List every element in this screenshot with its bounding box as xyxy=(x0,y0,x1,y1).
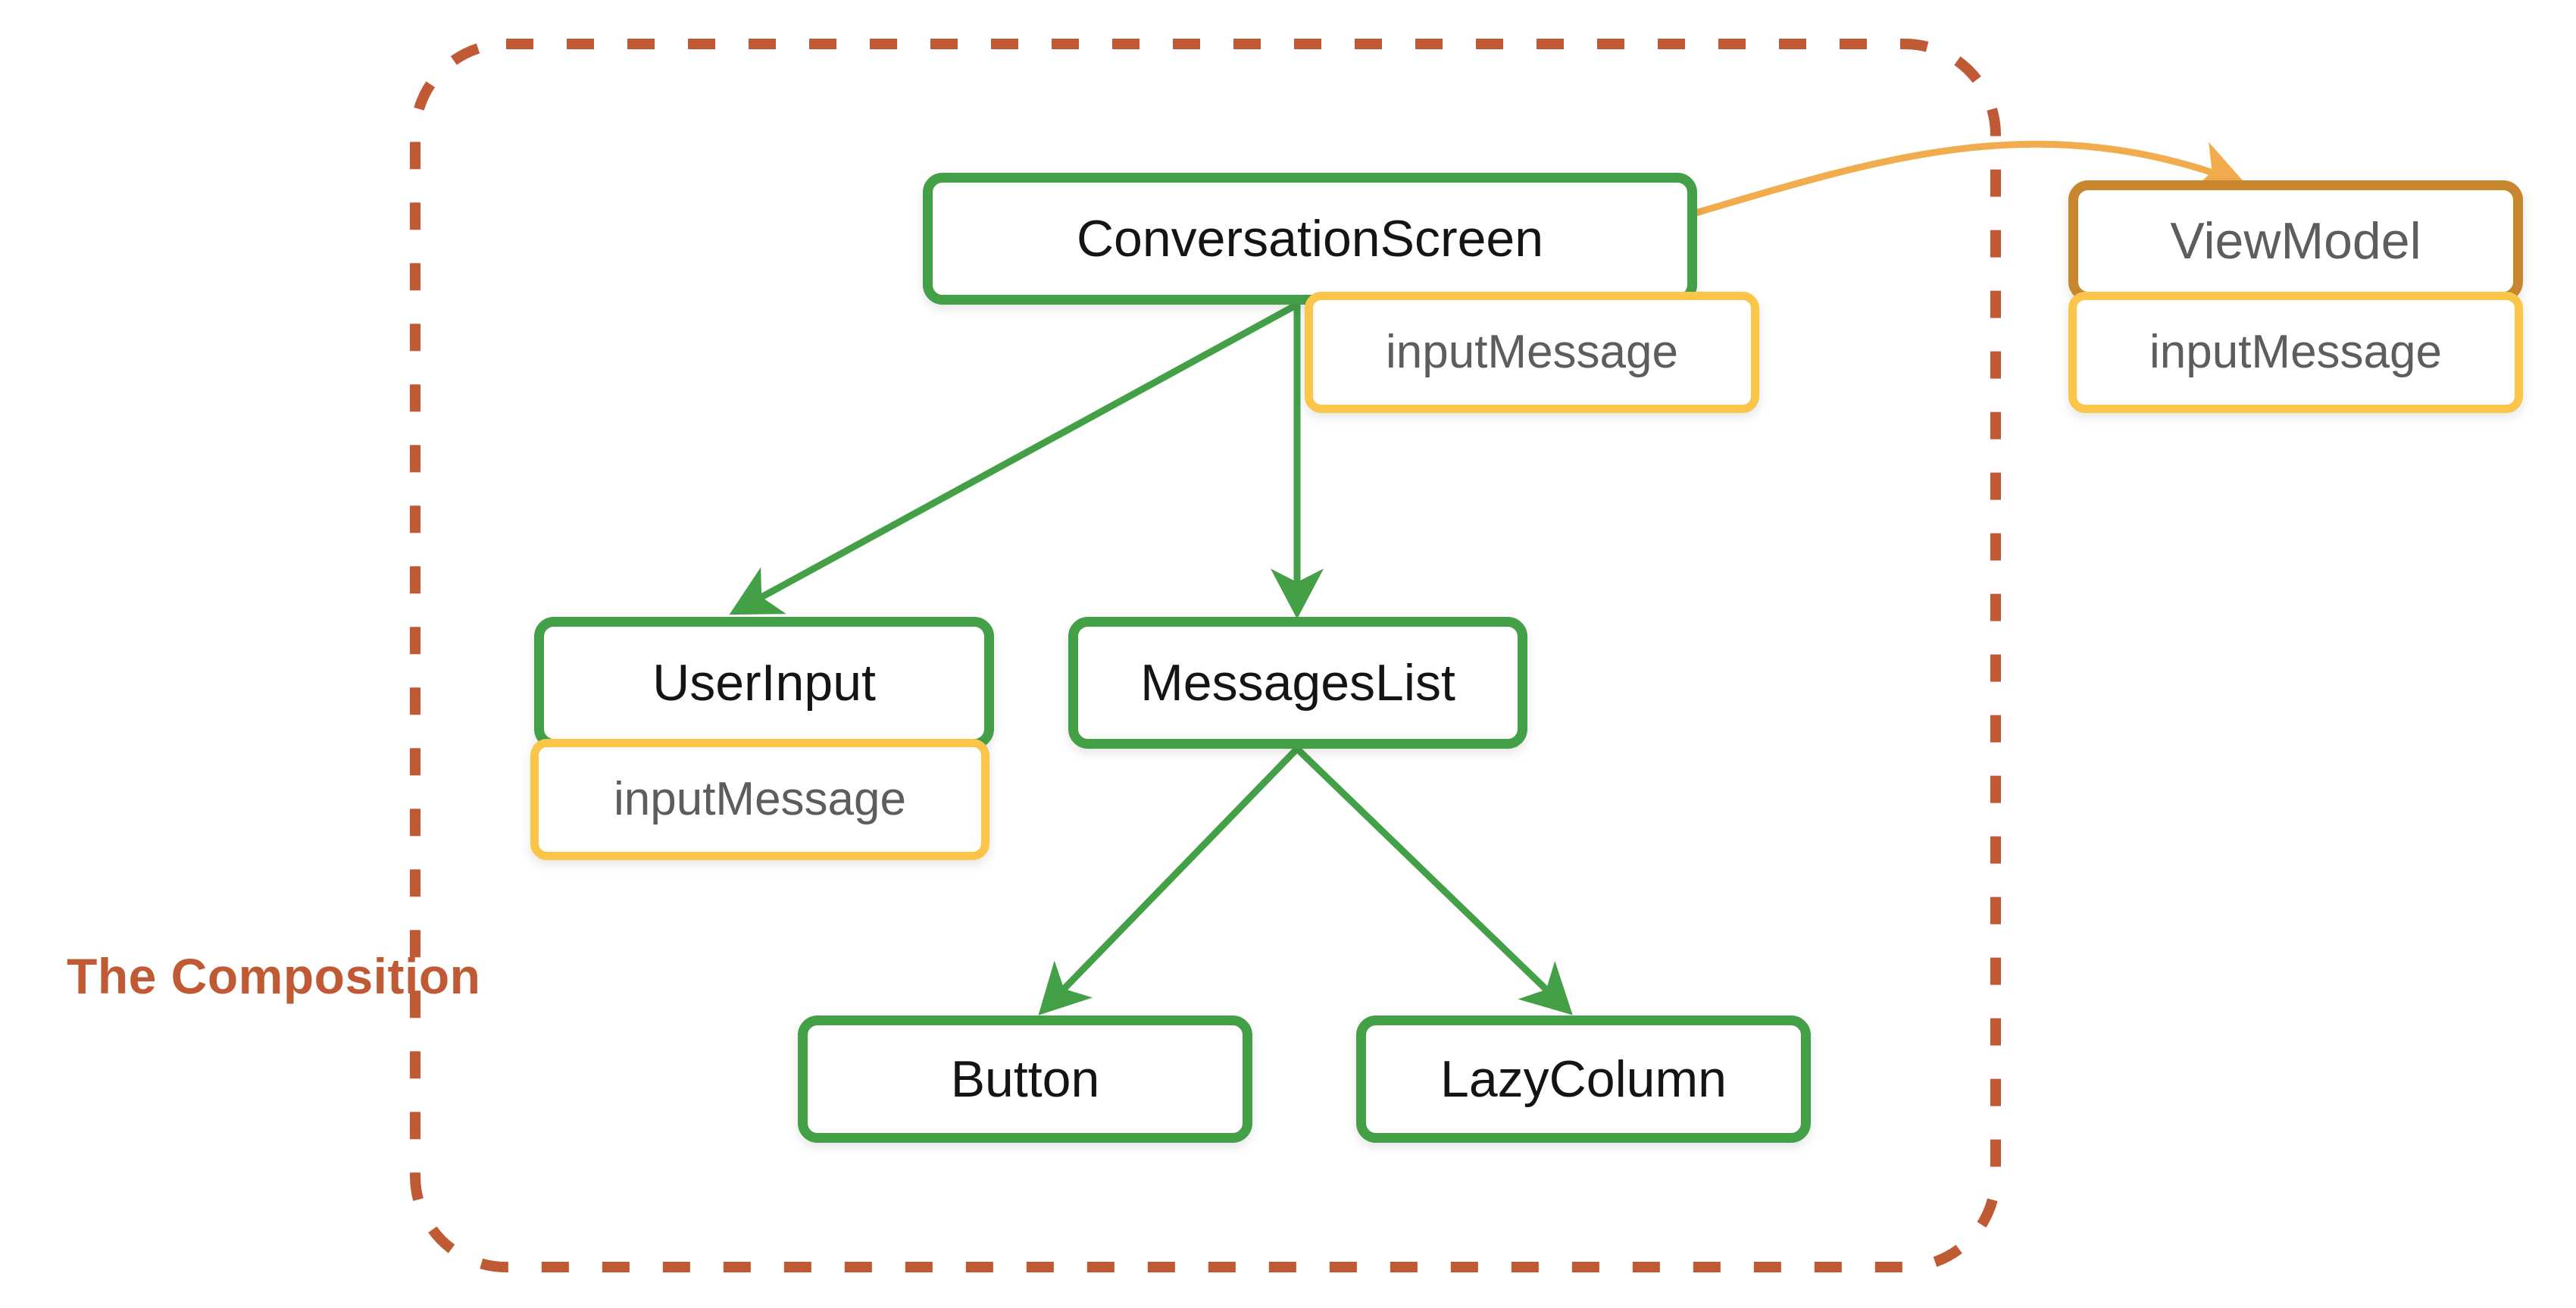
node-user-input-state[interactable]: inputMessage xyxy=(530,739,989,860)
node-lazy-column[interactable]: LazyColumn xyxy=(1356,1015,1811,1143)
edge-conversationscreen-viewmodel xyxy=(1692,140,2247,217)
edge-messageslist-button xyxy=(1038,746,1300,1015)
node-button[interactable]: Button xyxy=(798,1015,1252,1143)
node-label-conversation-screen-state: inputMessage xyxy=(1385,326,1679,378)
node-messages-list[interactable]: MessagesList xyxy=(1068,617,1527,749)
node-view-model[interactable]: ViewModel xyxy=(2068,180,2523,302)
node-label-user-input-state: inputMessage xyxy=(613,773,907,825)
node-label-conversation-screen: ConversationScreen xyxy=(1076,210,1544,268)
node-label-messages-list: MessagesList xyxy=(1140,654,1455,712)
node-conversation-screen-state[interactable]: inputMessage xyxy=(1305,292,1759,413)
node-view-model-state[interactable]: inputMessage xyxy=(2068,292,2523,413)
node-label-button: Button xyxy=(950,1050,1100,1108)
node-label-lazy-column: LazyColumn xyxy=(1440,1050,1727,1108)
node-label-user-input: UserInput xyxy=(652,654,876,712)
composition-boundary xyxy=(410,39,2001,1272)
node-conversation-screen[interactable]: ConversationScreen xyxy=(923,173,1697,305)
node-user-input[interactable]: UserInput xyxy=(534,617,994,749)
edge-conversationscreen-userinput xyxy=(729,302,1299,615)
composition-label: The Composition xyxy=(67,948,481,1004)
edge-messageslist-lazycolumn xyxy=(1294,746,1573,1015)
node-label-view-model-state: inputMessage xyxy=(2149,326,2443,378)
node-label-view-model: ViewModel xyxy=(2170,212,2421,270)
